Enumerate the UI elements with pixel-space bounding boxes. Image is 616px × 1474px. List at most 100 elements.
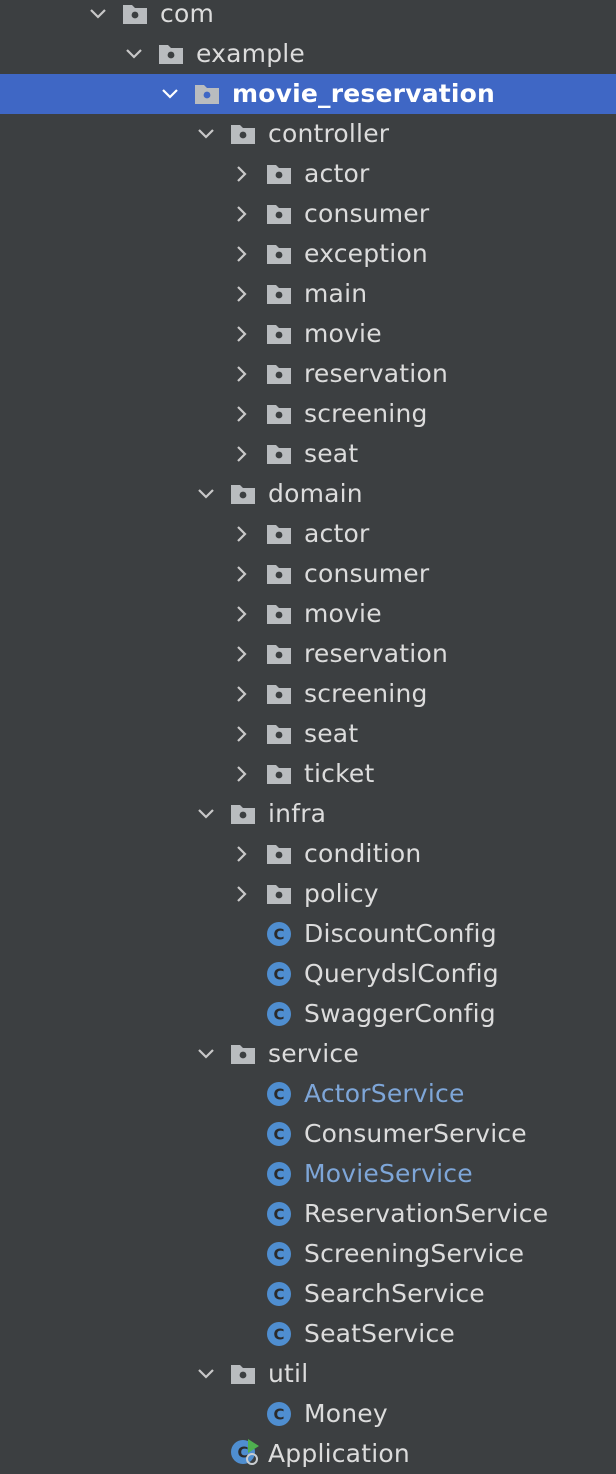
tree-node-application[interactable]: C Application bbox=[0, 1434, 616, 1474]
class-icon: C bbox=[266, 1321, 292, 1346]
folder-icon bbox=[266, 322, 292, 346]
tree-node-label: ActorService bbox=[304, 1079, 465, 1108]
tree-node-domain[interactable]: domain bbox=[0, 474, 616, 514]
tree-node-label: Application bbox=[268, 1439, 410, 1468]
class-icon: C bbox=[266, 961, 292, 986]
tree-node-swaggerconfig[interactable]: C SwaggerConfig bbox=[0, 994, 616, 1034]
chevron-down-icon[interactable] bbox=[196, 1044, 216, 1064]
chevron-right-icon[interactable] bbox=[232, 444, 252, 464]
tree-node-label: QuerydslConfig bbox=[304, 959, 499, 988]
class-icon: C bbox=[266, 1401, 292, 1426]
chevron-down-icon[interactable] bbox=[196, 484, 216, 504]
tree-node-util[interactable]: util bbox=[0, 1354, 616, 1394]
class-icon: C bbox=[266, 1201, 292, 1226]
tree-node-label: SwaggerConfig bbox=[304, 999, 496, 1028]
chevron-right-icon[interactable] bbox=[232, 524, 252, 544]
chevron-down-icon[interactable] bbox=[88, 4, 108, 24]
chevron-right-icon[interactable] bbox=[232, 884, 252, 904]
tree-node-actorservice[interactable]: C ActorService bbox=[0, 1074, 616, 1114]
chevron-down-icon[interactable] bbox=[196, 1364, 216, 1384]
tree-node-movie[interactable]: movie bbox=[0, 314, 616, 354]
chevron-right-icon[interactable] bbox=[232, 564, 252, 584]
tree-node-label: util bbox=[268, 1359, 309, 1388]
tree-node-label: reservation bbox=[304, 639, 448, 668]
tree-node-label: ConsumerService bbox=[304, 1119, 527, 1148]
folder-icon bbox=[266, 162, 292, 186]
tree-node-policy[interactable]: policy bbox=[0, 874, 616, 914]
chevron-right-icon[interactable] bbox=[232, 764, 252, 784]
chevron-down-icon[interactable] bbox=[124, 44, 144, 64]
tree-node-seat[interactable]: seat bbox=[0, 714, 616, 754]
chevron-right-icon[interactable] bbox=[232, 364, 252, 384]
svg-text:C: C bbox=[273, 1006, 284, 1024]
tree-node-condition[interactable]: condition bbox=[0, 834, 616, 874]
tree-node-label: main bbox=[304, 279, 368, 308]
folder-icon bbox=[266, 762, 292, 786]
tree-node-label: infra bbox=[268, 799, 327, 828]
tree-node-label: ticket bbox=[304, 759, 375, 788]
folder-icon bbox=[230, 802, 256, 826]
tree-node-consumer[interactable]: consumer bbox=[0, 194, 616, 234]
tree-node-discountconfig[interactable]: C DiscountConfig bbox=[0, 914, 616, 954]
class-icon: C bbox=[266, 1121, 292, 1146]
tree-node-actor[interactable]: actor bbox=[0, 514, 616, 554]
chevron-right-icon[interactable] bbox=[232, 324, 252, 344]
svg-text:C: C bbox=[237, 1444, 248, 1462]
chevron-right-icon[interactable] bbox=[232, 684, 252, 704]
chevron-right-icon[interactable] bbox=[232, 844, 252, 864]
tree-node-consumer[interactable]: consumer bbox=[0, 554, 616, 594]
folder-icon bbox=[266, 842, 292, 866]
tree-node-infra[interactable]: infra bbox=[0, 794, 616, 834]
tree-node-label: seat bbox=[304, 719, 359, 748]
chevron-down-icon[interactable] bbox=[160, 84, 180, 104]
spring-boot-app-icon: C bbox=[230, 1437, 259, 1465]
folder-icon bbox=[266, 722, 292, 746]
tree-node-screeningservice[interactable]: C ScreeningService bbox=[0, 1234, 616, 1274]
folder-icon bbox=[266, 202, 292, 226]
chevron-down-icon[interactable] bbox=[196, 124, 216, 144]
chevron-down-icon[interactable] bbox=[196, 804, 216, 824]
tree-node-exception[interactable]: exception bbox=[0, 234, 616, 274]
chevron-right-icon[interactable] bbox=[232, 204, 252, 224]
tree-node-controller[interactable]: controller bbox=[0, 114, 616, 154]
tree-node-movie-reservation[interactable]: movie_reservation bbox=[0, 74, 616, 114]
tree-node-movieservice[interactable]: C MovieService bbox=[0, 1154, 616, 1194]
tree-node-movie[interactable]: movie bbox=[0, 594, 616, 634]
tree-node-actor[interactable]: actor bbox=[0, 154, 616, 194]
chevron-right-icon[interactable] bbox=[232, 244, 252, 264]
tree-node-querydslconfig[interactable]: C QuerydslConfig bbox=[0, 954, 616, 994]
folder-icon bbox=[266, 682, 292, 706]
tree-node-money[interactable]: C Money bbox=[0, 1394, 616, 1434]
chevron-right-icon[interactable] bbox=[232, 284, 252, 304]
svg-text:C: C bbox=[273, 1126, 284, 1144]
tree-node-label: ScreeningService bbox=[304, 1239, 525, 1268]
tree-node-label: actor bbox=[304, 519, 370, 548]
chevron-right-icon[interactable] bbox=[232, 724, 252, 744]
class-icon: C bbox=[266, 1081, 292, 1106]
svg-text:C: C bbox=[273, 1286, 284, 1304]
tree-node-seat[interactable]: seat bbox=[0, 434, 616, 474]
chevron-right-icon[interactable] bbox=[232, 604, 252, 624]
tree-node-ticket[interactable]: ticket bbox=[0, 754, 616, 794]
tree-node-com[interactable]: com bbox=[0, 0, 616, 34]
tree-node-example[interactable]: example bbox=[0, 34, 616, 74]
tree-node-reservationservice[interactable]: C ReservationService bbox=[0, 1194, 616, 1234]
tree-node-searchservice[interactable]: C SearchService bbox=[0, 1274, 616, 1314]
svg-text:C: C bbox=[273, 1166, 284, 1184]
tree-node-service[interactable]: service bbox=[0, 1034, 616, 1074]
folder-icon bbox=[122, 2, 148, 26]
folder-icon bbox=[194, 82, 220, 106]
chevron-right-icon[interactable] bbox=[232, 164, 252, 184]
tree-node-screening[interactable]: screening bbox=[0, 674, 616, 714]
svg-text:C: C bbox=[273, 1246, 284, 1264]
tree-node-main[interactable]: main bbox=[0, 274, 616, 314]
chevron-right-icon[interactable] bbox=[232, 404, 252, 424]
chevron-right-icon[interactable] bbox=[232, 644, 252, 664]
tree-node-reservation[interactable]: reservation bbox=[0, 354, 616, 394]
tree-node-label: screening bbox=[304, 399, 428, 428]
tree-node-consumerservice[interactable]: C ConsumerService bbox=[0, 1114, 616, 1154]
tree-node-screening[interactable]: screening bbox=[0, 394, 616, 434]
tree-node-seatservice[interactable]: C SeatService bbox=[0, 1314, 616, 1354]
tree-node-reservation[interactable]: reservation bbox=[0, 634, 616, 674]
